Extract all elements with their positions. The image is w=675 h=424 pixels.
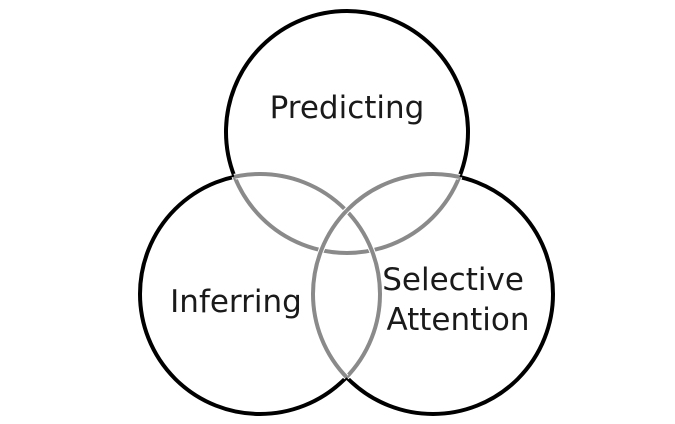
label-predicting-line-1: Predicting <box>270 90 425 126</box>
arc-inferring-in-selective-attention <box>313 174 382 414</box>
label-inferring-line-1: Inferring <box>170 284 302 320</box>
label-selective-attention-line-1: Selective <box>382 262 524 298</box>
label-inferring: Inferring <box>170 284 302 320</box>
arc-selective-attention-in-predicting <box>311 172 468 253</box>
label-selective-attention: Selective Attention <box>382 262 534 338</box>
label-selective-attention-line-2: Attention <box>386 302 529 338</box>
arc-predicting-in-selective-attention <box>313 174 470 255</box>
overlap-arcs <box>223 171 471 414</box>
label-predicting: Predicting <box>270 90 425 126</box>
arc-selective-attention-in-inferring <box>311 174 380 414</box>
arc-inferring-in-predicting <box>226 172 382 253</box>
